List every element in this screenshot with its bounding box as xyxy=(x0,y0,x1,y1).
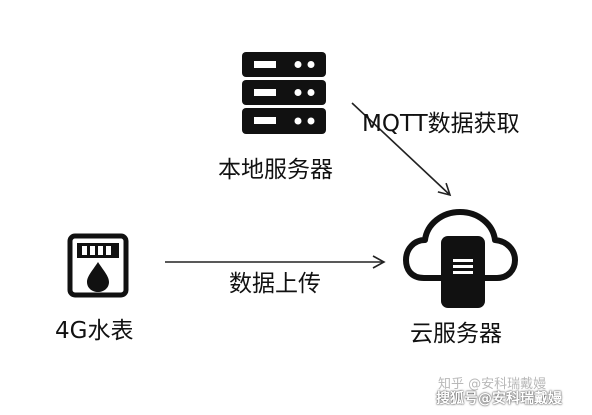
cloud-server-label: 云服务器 xyxy=(410,321,502,347)
upload-edge-label: 数据上传 xyxy=(229,271,321,297)
mqtt-edge-label: MQTT数据获取 xyxy=(362,111,520,137)
cloud-server-icon xyxy=(403,209,518,308)
mqtt-arrow xyxy=(351,102,452,197)
water-meter-icon xyxy=(67,233,129,298)
server-rack-icon xyxy=(242,52,326,134)
server-label: 本地服务器 xyxy=(218,157,333,183)
water-meter-label: 4G水表 xyxy=(55,318,134,344)
watermark-sohu: 搜狐号@安科瑞戴嫚 xyxy=(436,391,562,407)
watermark-zhihu: 知乎 @安科瑞戴嫚 xyxy=(438,377,547,392)
